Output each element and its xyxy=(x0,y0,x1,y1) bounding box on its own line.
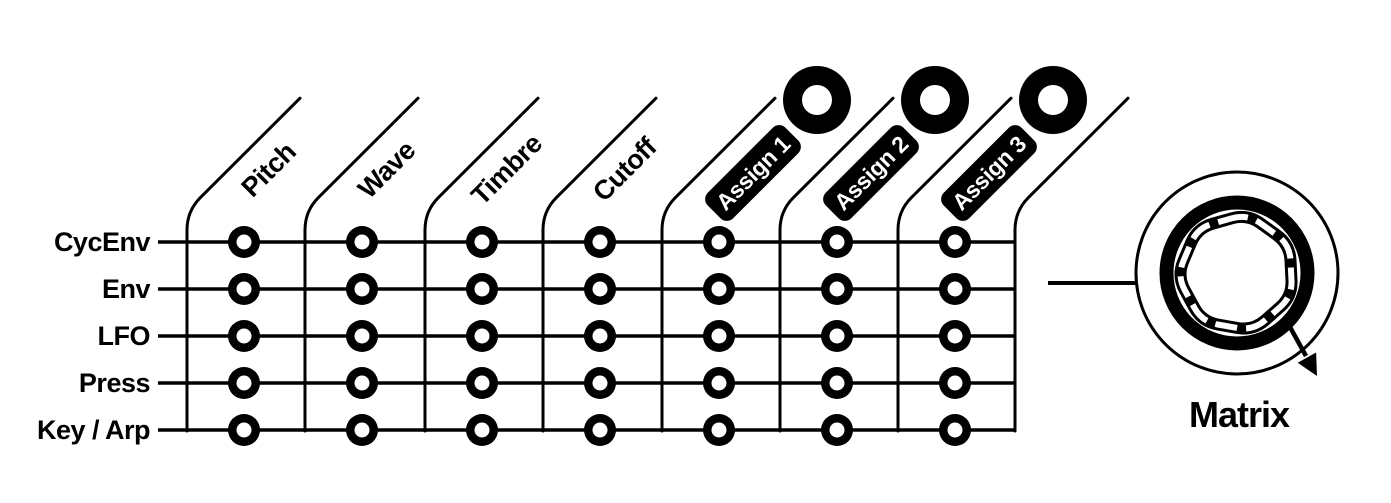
column-badge-assign-1: Assign 1 xyxy=(705,125,801,221)
matrix-dot-r5c4-hole xyxy=(592,422,608,438)
knob-rotation-arrow-shaft xyxy=(1288,325,1308,358)
column-border-cutoff xyxy=(541,96,658,433)
column-badge-assign-2: Assign 2 xyxy=(823,125,919,221)
matrix-dot-r2c6-hole xyxy=(829,281,845,297)
knob-grip-notches xyxy=(1177,213,1295,332)
matrix-dot-r3c2-hole xyxy=(354,328,370,344)
column-label-cutoff: Cutoff xyxy=(587,131,663,207)
knob-ring xyxy=(1159,195,1315,351)
matrix-dots xyxy=(228,226,971,446)
matrix-knob-label: Matrix xyxy=(1189,394,1290,435)
row-label-lfo: LFO xyxy=(98,321,151,351)
matrix-dot-r4c6-hole xyxy=(829,375,845,391)
matrix-dot-r3c1-hole xyxy=(236,328,252,344)
matrix-dot-r3c6-hole xyxy=(829,328,845,344)
matrix-dot-r5c3-hole xyxy=(474,422,490,438)
column-label-assign-1: Assign 1 xyxy=(711,130,796,215)
matrix-dot-r5c2-hole xyxy=(354,422,370,438)
matrix-dot-r2c1-hole xyxy=(236,281,252,297)
matrix-dot-r1c1-hole xyxy=(236,234,252,250)
matrix-dot-r1c2-hole xyxy=(354,234,370,250)
assign-knob-3-hole xyxy=(1038,85,1068,115)
column-border-assign-3 xyxy=(896,96,1013,433)
matrix-dot-r2c3-hole xyxy=(474,281,490,297)
column-border-wave xyxy=(303,96,420,433)
column-label-timbre: Timbre xyxy=(465,128,548,211)
knob-outer-circle xyxy=(1134,170,1340,376)
matrix-dot-r3c7-hole xyxy=(947,328,963,344)
matrix-dot-r3c3-hole xyxy=(474,328,490,344)
matrix-dot-r1c5-hole xyxy=(711,234,727,250)
matrix-dot-r4c4-hole xyxy=(592,375,608,391)
column-label-assign-2: Assign 2 xyxy=(829,131,913,215)
matrix-column-headers: Pitch Wave Timbre Cutoff Assign 1 Assign 2 Ass… xyxy=(236,66,1087,221)
badge-background xyxy=(823,125,919,221)
column-border-assign-2 xyxy=(778,96,895,433)
matrix-dot-r3c4-hole xyxy=(592,328,608,344)
row-label-press: Press xyxy=(79,368,150,398)
row-label-key-arp: Key / Arp xyxy=(37,415,150,445)
matrix-dot-r4c3-hole xyxy=(474,375,490,391)
matrix-dot-r2c5-hole xyxy=(711,281,727,297)
matrix-dot-r4c1-hole xyxy=(236,375,252,391)
matrix-dot-r2c2-hole xyxy=(354,281,370,297)
matrix-dot-r1c4-hole xyxy=(592,234,608,250)
matrix-dot-r4c5-hole xyxy=(711,375,727,391)
badge-background xyxy=(705,125,801,221)
column-border-pitch xyxy=(185,96,302,433)
matrix-dot-r3c5-hole xyxy=(711,328,727,344)
matrix-dot-r5c5-hole xyxy=(711,422,727,438)
matrix-dot-r2c7-hole xyxy=(947,281,963,297)
matrix-dot-r4c2-hole xyxy=(354,375,370,391)
row-label-cycenv: CycEnv xyxy=(54,227,151,257)
matrix-dot-r2c4-hole xyxy=(592,281,608,297)
matrix-dot-r1c7-hole xyxy=(947,234,963,250)
assign-knob-1-hole xyxy=(802,85,832,115)
badge-background xyxy=(941,125,1037,221)
column-border-assign-1 xyxy=(660,96,777,433)
column-label-assign-3: Assign 3 xyxy=(947,131,1031,215)
row-label-env: Env xyxy=(102,274,151,304)
matrix-dot-r5c7-hole xyxy=(947,422,963,438)
column-badge-assign-3: Assign 3 xyxy=(941,125,1037,221)
matrix-dot-r1c3-hole xyxy=(474,234,490,250)
matrix-right-border xyxy=(1013,96,1130,433)
column-label-wave: Wave xyxy=(352,135,421,204)
matrix-columns xyxy=(185,96,1130,433)
matrix-knob xyxy=(1048,170,1340,376)
column-label-pitch: Pitch xyxy=(236,137,302,203)
matrix-dot-r5c6-hole xyxy=(829,422,845,438)
matrix-dot-r4c7-hole xyxy=(947,375,963,391)
column-border-timbre xyxy=(423,96,540,433)
knob-rotation-arrow-head xyxy=(1297,352,1317,376)
matrix-dot-r5c1-hole xyxy=(236,422,252,438)
matrix-dot-r1c6-hole xyxy=(829,234,845,250)
assign-knob-2-hole xyxy=(920,85,950,115)
